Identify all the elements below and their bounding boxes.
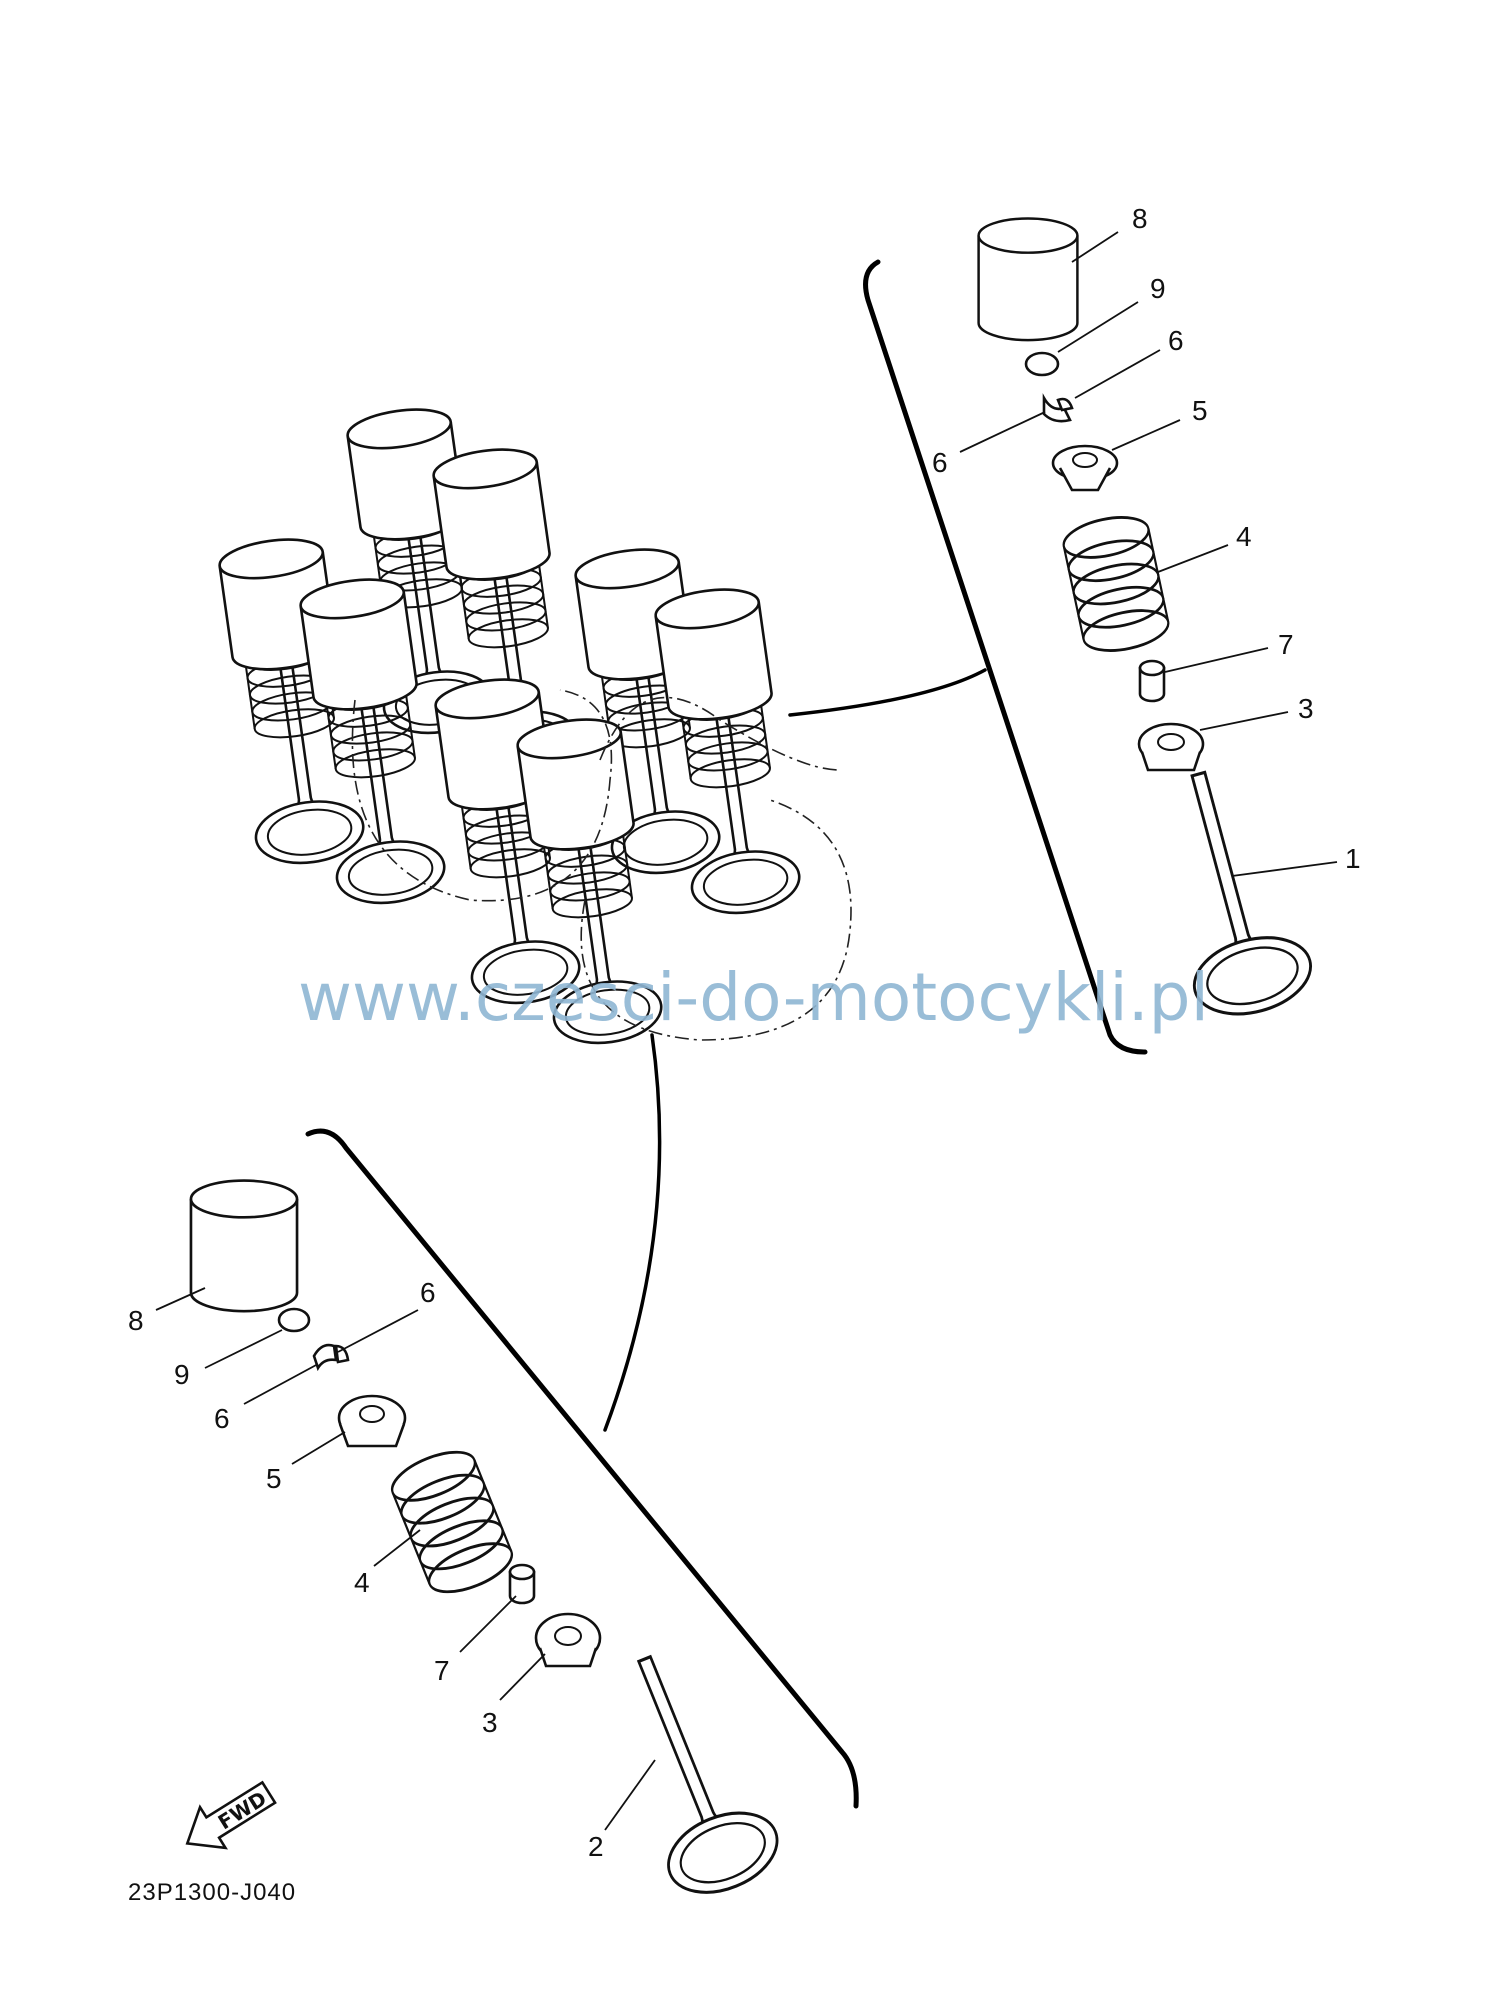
callout-lower-8: 8 (128, 1305, 144, 1336)
callout-upper-6a: 6 (1168, 325, 1184, 356)
valve-cluster (215, 404, 852, 1050)
callout-upper-3: 3 (1298, 693, 1314, 724)
upper-leader-lines (959, 231, 1338, 877)
fwd-arrow: FWD (185, 1780, 277, 1850)
callout-upper-7: 7 (1278, 629, 1294, 660)
callout-lower-5: 5 (266, 1463, 282, 1494)
upper-exploded-parts (977, 217, 1321, 1028)
callout-upper-4: 4 (1236, 521, 1252, 552)
part-code: 23P1300-J040 (128, 1879, 296, 1906)
callout-upper-6b: 6 (932, 447, 948, 478)
callout-lower-9: 9 (174, 1359, 190, 1390)
connector-upper (788, 668, 987, 717)
callout-lower-6a: 6 (420, 1277, 436, 1308)
callout-lower-6b: 6 (214, 1403, 230, 1434)
upper-bracket (863, 259, 1148, 1055)
lower-bracket (305, 1128, 859, 1809)
lower-exploded-parts (189, 1179, 791, 1909)
callout-upper-5: 5 (1192, 395, 1208, 426)
callout-lower-2: 2 (588, 1831, 604, 1862)
lower-callouts: 8 6 9 6 5 4 7 3 2 (128, 1277, 604, 1862)
callout-upper-1: 1 (1345, 843, 1361, 874)
callout-lower-7: 7 (434, 1655, 450, 1686)
callout-lower-3: 3 (482, 1707, 498, 1738)
callout-lower-4: 4 (354, 1567, 370, 1598)
upper-callouts: 8 9 6 6 5 4 7 3 1 (932, 203, 1361, 874)
lower-leader-lines (155, 1287, 656, 1831)
connector-lower (603, 1033, 662, 1432)
callout-upper-8: 8 (1132, 203, 1148, 234)
callout-upper-9: 9 (1150, 273, 1166, 304)
watermark: www.czesci-do-motocykli.pl (298, 959, 1209, 1036)
